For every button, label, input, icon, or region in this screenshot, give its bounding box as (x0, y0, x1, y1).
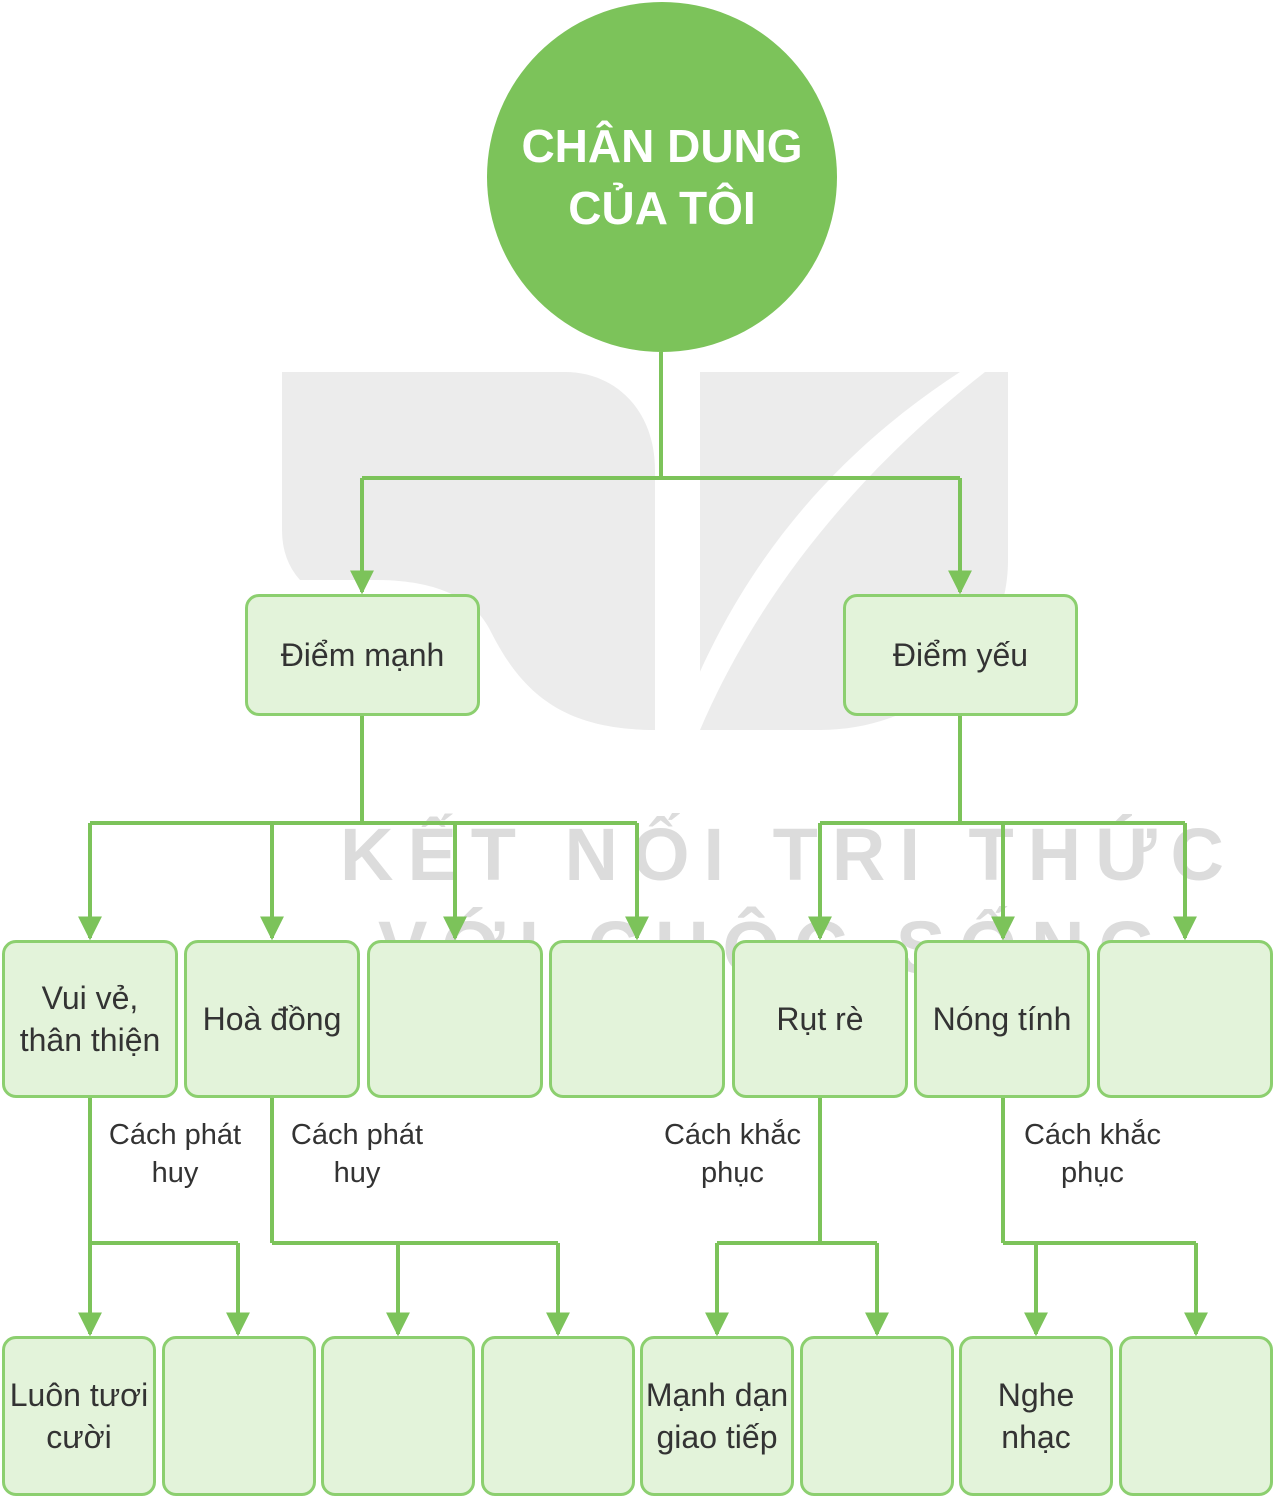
node-weaknesses: Điểm yếu (843, 594, 1078, 716)
node-action-1: Luôn tươi cười (2, 1336, 156, 1496)
branch-label-overcome-2: Cách khắc phục (1023, 1119, 1161, 1189)
node-strength-2-label: Hoà đồng (202, 1001, 342, 1037)
node-strengths-label: Điểm mạnh (280, 637, 445, 673)
node-strength-1-label: Vui vẻ, thân thiện (19, 980, 161, 1058)
node-weakness-3-empty (1097, 940, 1273, 1098)
node-action-5-label: Mạnh dạn giao tiếp (645, 1377, 789, 1455)
node-action-2-empty (162, 1336, 316, 1496)
root-node: CHÂN DUNG CỦA TÔI (487, 2, 837, 352)
node-strengths: Điểm mạnh (245, 594, 480, 716)
node-weakness-2: Nóng tính (914, 940, 1090, 1098)
node-weakness-2-label: Nóng tính (932, 1001, 1072, 1037)
node-action-1-label: Luôn tươi cười (9, 1377, 149, 1455)
node-action-5: Mạnh dạn giao tiếp (640, 1336, 794, 1496)
node-action-7-label: Nghe nhạc (997, 1377, 1075, 1455)
node-action-7: Nghe nhạc (959, 1336, 1113, 1496)
branch-label-develop-1: Cách phát huy (108, 1119, 242, 1189)
node-weaknesses-label: Điểm yếu (892, 637, 1029, 673)
node-strength-3-empty (367, 940, 543, 1098)
branch-label-develop-2: Cách phát huy (290, 1119, 424, 1189)
node-weakness-1-label: Rụt rè (776, 1001, 864, 1037)
node-strength-4-empty (549, 940, 725, 1098)
branch-label-overcome-1: Cách khắc phục (663, 1119, 801, 1189)
node-action-8-empty (1119, 1336, 1273, 1496)
watermark-text-line1: KẾT NỐI TRI THỨC (340, 813, 1238, 896)
node-strength-1: Vui vẻ, thân thiện (2, 940, 178, 1098)
node-action-4-empty (481, 1336, 635, 1496)
node-strength-2: Hoà đồng (184, 940, 360, 1098)
node-action-3-empty (321, 1336, 475, 1496)
node-action-6-empty (800, 1336, 954, 1496)
node-weakness-1: Rụt rè (732, 940, 908, 1098)
root-node-label: CHÂN DUNG CỦA TÔI (521, 120, 803, 234)
